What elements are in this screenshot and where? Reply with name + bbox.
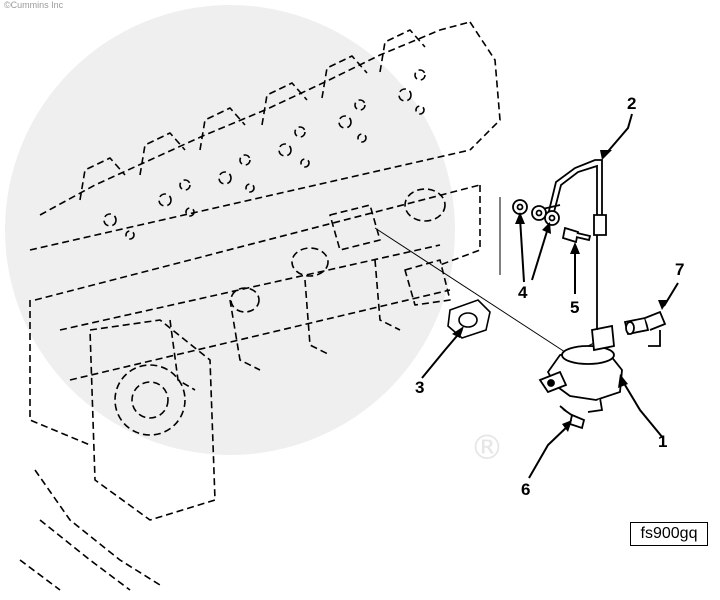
callout-7: 7: [675, 260, 685, 279]
gasket: [447, 299, 491, 339]
callout-4: 4: [518, 283, 528, 302]
callout-6: 6: [521, 480, 531, 499]
copyright-text: ©Cummins Inc: [4, 0, 64, 10]
engine-block: [19, 21, 501, 591]
fuel-line: [537, 159, 607, 330]
sealing-washers: [512, 199, 560, 226]
callout-2: 2: [627, 94, 637, 113]
registered-mark: ®: [470, 428, 504, 468]
figure-code-label: fs900gq: [630, 522, 708, 546]
callout-3: 3: [415, 378, 425, 397]
callout-leaders: [421, 113, 679, 479]
callout-arrowheads: [452, 150, 668, 432]
elbow-fitting: [623, 310, 667, 347]
callout-5: 5: [570, 298, 580, 317]
callout-1: 1: [658, 432, 668, 451]
watermark-logo: [5, 5, 455, 455]
banjo-bolt: [561, 226, 592, 244]
fuel-transfer-pump: [538, 324, 623, 413]
